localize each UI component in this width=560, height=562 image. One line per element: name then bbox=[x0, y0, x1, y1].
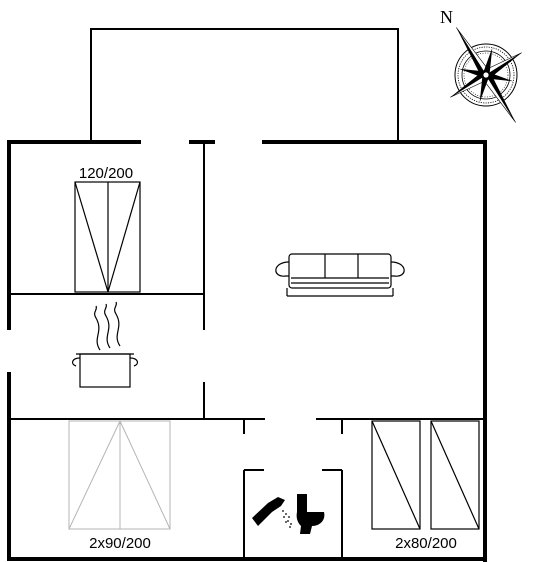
compass-rose-icon bbox=[450, 27, 522, 123]
bed-2x90-200 bbox=[68, 420, 171, 530]
cooking-pot-icon bbox=[71, 301, 139, 388]
toilet-icon bbox=[296, 494, 325, 534]
compass-north-label: N bbox=[440, 7, 453, 27]
bed-label-2x80-200: 2x80/200 bbox=[395, 535, 457, 552]
interior-walls bbox=[9, 142, 485, 559]
bed-120-200 bbox=[74, 181, 141, 293]
bed-label-120-200: 120/200 bbox=[79, 165, 133, 182]
bed-label-2x90-200: 2x90/200 bbox=[89, 535, 151, 552]
terrace-outline bbox=[90, 28, 399, 140]
bed-2x80-200 bbox=[371, 420, 480, 530]
outer-walls bbox=[7, 140, 487, 562]
shower-icon bbox=[252, 497, 292, 528]
sofa-icon bbox=[275, 253, 405, 297]
